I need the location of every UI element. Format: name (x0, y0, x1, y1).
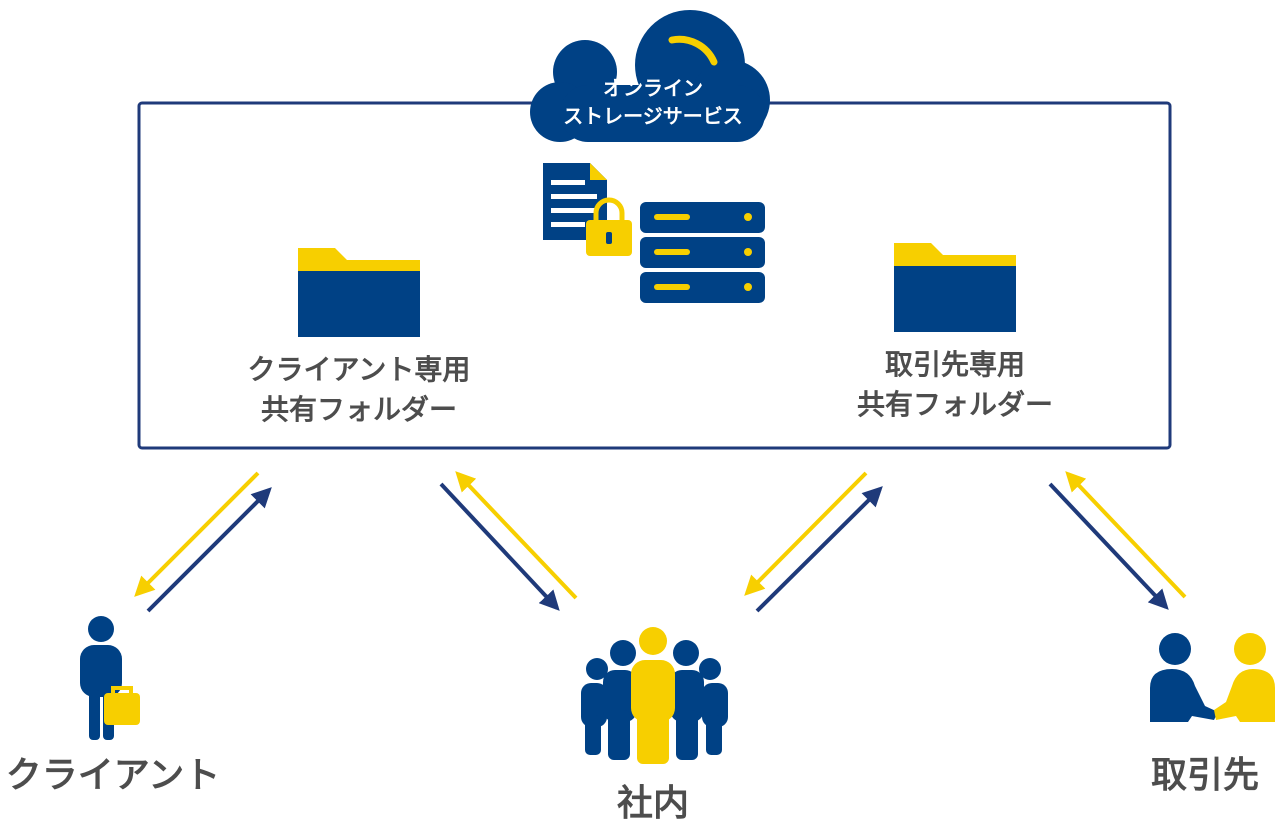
cloud-icon (530, 10, 770, 142)
cloud-label: オンライン ストレージサービス (533, 74, 773, 130)
cloud-label-line1: オンライン (603, 76, 703, 100)
partner-folder-label-line2: 共有フォルダー (856, 388, 1053, 421)
server-icon (640, 202, 765, 303)
internal-arrows-right (744, 471, 883, 613)
partner-actor-label: 取引先 (1150, 755, 1259, 796)
arrow-from-internal-left (455, 471, 578, 600)
partner-folder-label-line1: 取引先専用 (884, 348, 1025, 381)
arrow-from-partner (1065, 471, 1187, 599)
arrow-to-internal-right (744, 471, 868, 596)
arrow-to-client (134, 471, 260, 597)
cloud-label-line2: ストレージサービス (563, 104, 743, 128)
client-folder-label-line2: 共有フォルダー (260, 393, 457, 426)
arrow-to-internal-left (439, 482, 560, 611)
partner-folder-label: 取引先専用 共有フォルダー (805, 345, 1105, 425)
internal-arrows-left (439, 471, 578, 611)
client-folder-label: クライアント専用 共有フォルダー (209, 350, 509, 430)
client-actor-label: クライアント (5, 755, 221, 796)
internal-actor-label: 社内 (616, 783, 689, 824)
team-group-icon (581, 627, 728, 764)
client-folder-icon (298, 248, 420, 337)
handshake-icon (1150, 633, 1275, 722)
client-person-icon (80, 616, 140, 740)
arrow-to-partner (1048, 482, 1169, 610)
partner-arrows (1048, 471, 1187, 610)
arrow-from-client (146, 487, 272, 613)
locked-document-icon (543, 163, 632, 256)
arrow-from-internal-right (755, 486, 883, 613)
partner-folder-icon (894, 243, 1016, 332)
client-arrows (134, 471, 272, 613)
client-folder-label-line1: クライアント専用 (247, 353, 471, 386)
